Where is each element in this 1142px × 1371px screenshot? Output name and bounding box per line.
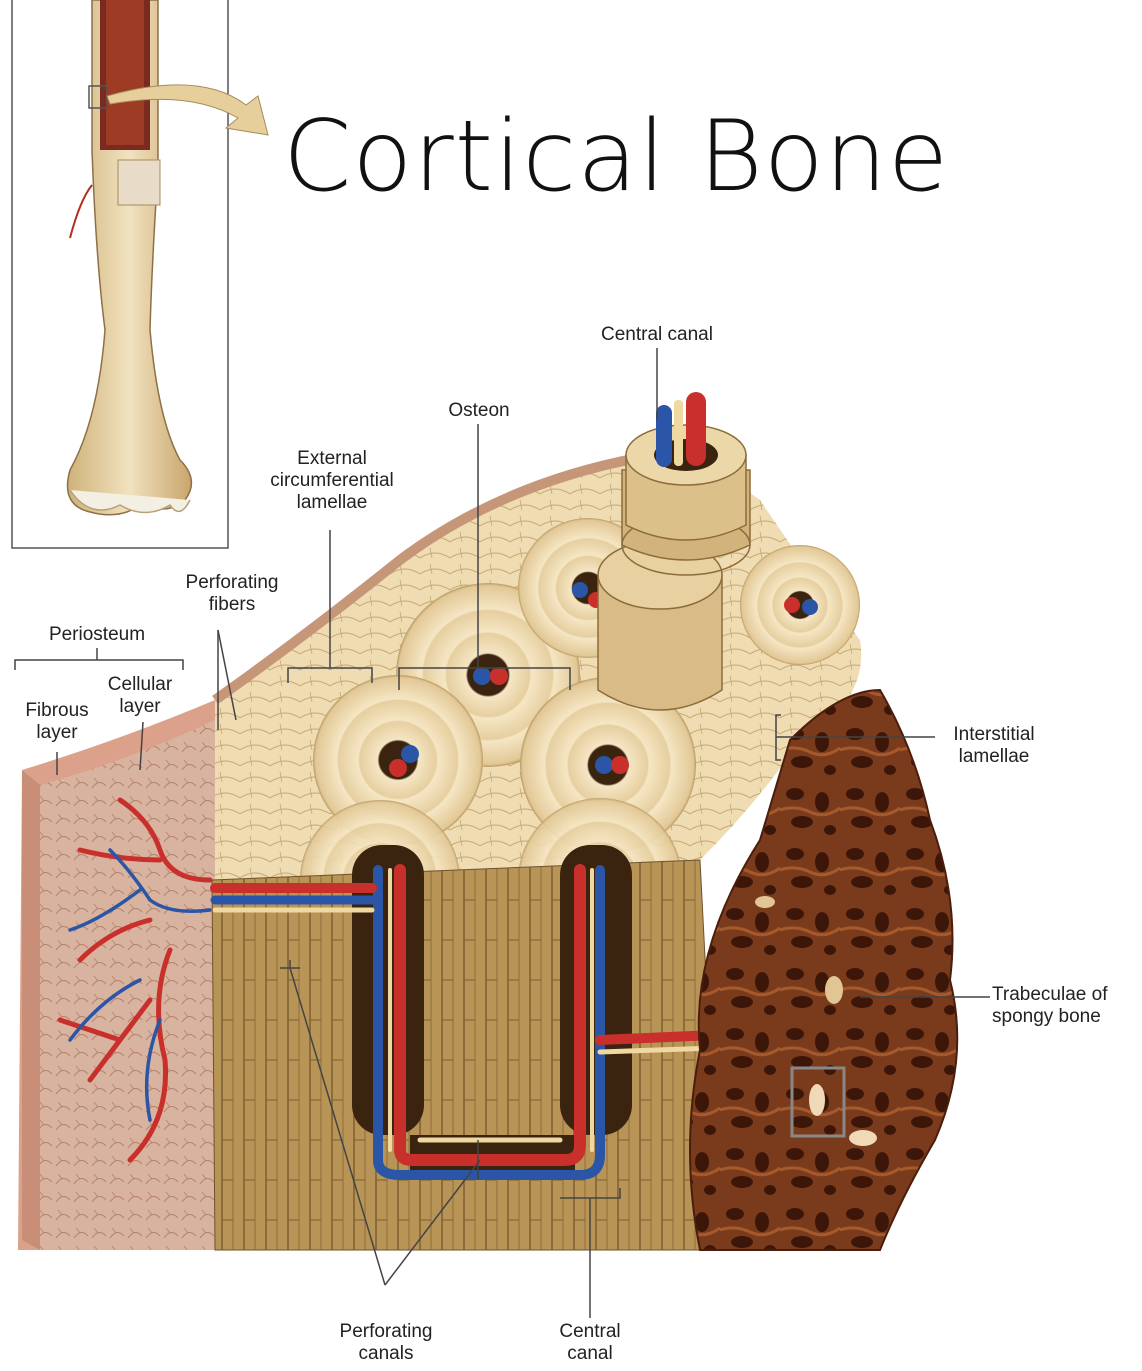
label-interstitial-lamellae: Interstitial lamellae	[936, 724, 1052, 768]
label-central-canal-top: Central canal	[584, 324, 730, 346]
label-perforating-fibers: Perforating fibers	[170, 572, 294, 616]
compact-bone-longitudinal-section	[212, 845, 720, 1250]
label-fibrous-layer: Fibrous layer	[10, 700, 104, 744]
label-periosteum: Periosteum	[30, 624, 164, 646]
label-external-circumferential-lamellae: External circumferential lamellae	[250, 448, 414, 514]
label-cellular-layer: Cellular layer	[92, 674, 188, 718]
label-trabeculae-of-spongy-bone: Trabeculae of spongy bone	[992, 984, 1140, 1028]
label-perforating-canals: Perforating canals	[318, 1321, 454, 1365]
label-osteon: Osteon	[434, 400, 524, 422]
label-central-canal-bottom: Central canal	[540, 1321, 640, 1365]
long-bone-inset	[12, 0, 268, 548]
slide-title: Cortical Bone	[283, 108, 949, 206]
